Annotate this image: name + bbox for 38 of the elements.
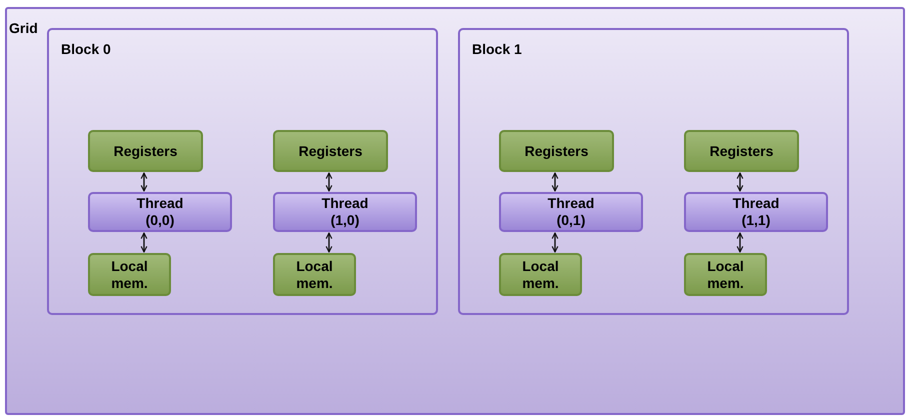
memory-box bbox=[88, 253, 171, 296]
double-arrow bbox=[326, 232, 332, 253]
node-label: Registers bbox=[524, 142, 588, 160]
node-label: Thread (0,0) bbox=[136, 195, 184, 229]
memory-box bbox=[499, 253, 582, 296]
node-label: Thread (1,0) bbox=[320, 195, 370, 229]
registers-box bbox=[273, 130, 388, 172]
thread-box bbox=[499, 192, 643, 232]
double-arrow bbox=[326, 172, 332, 192]
node-label: Thread (1,1) bbox=[732, 195, 780, 229]
grid-panel bbox=[5, 7, 905, 415]
double-arrow bbox=[736, 232, 744, 253]
node-label: Registers bbox=[710, 142, 774, 160]
node-label: Local mem. bbox=[521, 258, 560, 292]
registers-box bbox=[499, 130, 614, 172]
node-label: Thread (0,1) bbox=[546, 195, 596, 229]
thread-box bbox=[88, 192, 232, 232]
node-label: Local mem. bbox=[295, 258, 334, 292]
registers-box bbox=[88, 130, 203, 172]
memory-box bbox=[273, 253, 356, 296]
memory-box bbox=[684, 253, 767, 296]
double-arrow bbox=[140, 232, 148, 253]
registers-box bbox=[684, 130, 799, 172]
block-title: Block 1 bbox=[472, 42, 522, 56]
double-arrow bbox=[552, 172, 558, 192]
block-title: Block 0 bbox=[61, 42, 111, 56]
node-label: Local mem. bbox=[706, 258, 745, 292]
block-panel bbox=[458, 28, 849, 315]
double-arrow bbox=[552, 232, 558, 253]
grid-title: Grid bbox=[9, 21, 38, 35]
block-panel bbox=[47, 28, 438, 315]
double-arrow bbox=[736, 172, 744, 192]
double-arrow bbox=[140, 172, 148, 192]
node-label: Registers bbox=[298, 142, 362, 160]
thread-box bbox=[684, 192, 828, 232]
node-label: Registers bbox=[114, 142, 178, 160]
thread-box bbox=[273, 192, 417, 232]
node-label: Local mem. bbox=[110, 258, 149, 292]
